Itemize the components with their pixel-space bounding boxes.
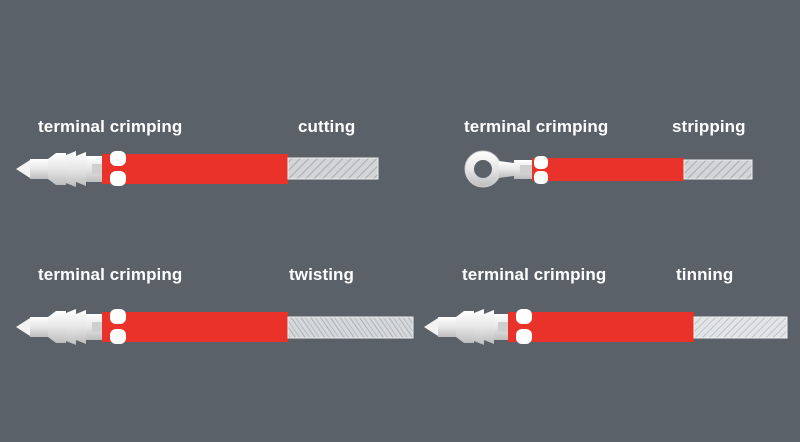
stripped-conductor: [683, 159, 753, 180]
panel-2-wire: [464, 150, 753, 188]
tinned-conductor: [693, 316, 788, 339]
insulation: [508, 312, 694, 342]
panel-2-right-label: stripping: [672, 117, 746, 136]
insulation: [532, 158, 684, 181]
panel-1-wire: [16, 151, 379, 187]
pin-terminal-icon: [16, 309, 102, 345]
panel-3-wire: [16, 309, 414, 345]
pin-terminal-icon: [16, 151, 102, 187]
panel-3-left-label: terminal crimping: [38, 265, 183, 284]
insulation: [102, 312, 288, 342]
panel-4-left-label: terminal crimping: [462, 265, 607, 284]
panel-4-wire: [424, 309, 788, 345]
crimp-tabs: [110, 309, 126, 344]
panel-1-right-label: cutting: [298, 117, 356, 136]
ring-terminal-icon: [464, 150, 532, 188]
crimp-tabs: [534, 156, 548, 184]
cut-conductor: [287, 157, 379, 180]
crimp-tabs: [516, 309, 532, 344]
panel-1-left-label: terminal crimping: [38, 117, 183, 136]
pin-terminal-icon: [424, 309, 508, 345]
twisted-conductor: [287, 316, 414, 339]
insulation: [102, 154, 288, 184]
panel-4-right-label: tinning: [676, 265, 734, 284]
crimp-tabs: [110, 151, 126, 186]
panel-2-left-label: terminal crimping: [464, 117, 609, 136]
panel-3-right-label: twisting: [289, 265, 355, 284]
